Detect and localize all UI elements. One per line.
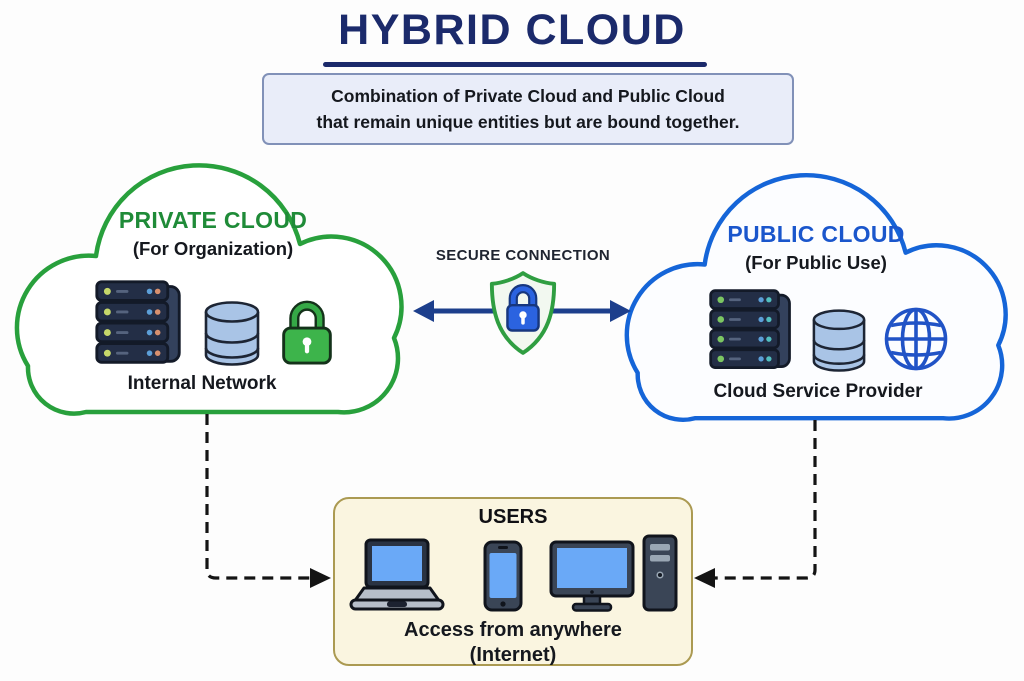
subtitle-line-2: that remain unique entities but are boun… bbox=[316, 112, 740, 132]
private-cloud-title: PRIVATE CLOUD bbox=[118, 207, 308, 233]
subtitle-line-1: Combination of Private Cloud and Public … bbox=[331, 86, 725, 106]
padlock-icon bbox=[282, 300, 332, 365]
dashed-arrowhead-left bbox=[694, 568, 715, 588]
users-caption-line-2: (Internet) bbox=[469, 644, 557, 666]
server-rack-icon bbox=[709, 289, 791, 369]
users-caption-line-1: Access from anywhere bbox=[404, 619, 622, 641]
server-rack-icon bbox=[95, 280, 181, 364]
globe-icon bbox=[884, 307, 948, 371]
smartphone-icon bbox=[483, 540, 522, 612]
database-icon bbox=[812, 309, 866, 372]
users-box: USERS bbox=[333, 497, 693, 666]
private-cloud-icons bbox=[86, 276, 342, 368]
private-cloud-subtitle: (For Organization) bbox=[132, 238, 294, 259]
arrowhead-left bbox=[413, 300, 434, 322]
public-cloud-subtitle: (For Public Use) bbox=[745, 252, 887, 273]
user-devices bbox=[349, 534, 678, 612]
users-title: USERS bbox=[478, 506, 548, 528]
computer-tower-icon bbox=[642, 534, 677, 612]
secure-shield-icon bbox=[489, 271, 557, 355]
subtitle-box: Combination of Private Cloud and Public … bbox=[262, 73, 794, 145]
public-cloud-icons bbox=[700, 284, 956, 374]
title-underline bbox=[323, 62, 707, 67]
private-to-users-connector bbox=[205, 414, 331, 588]
laptop-icon bbox=[349, 538, 444, 611]
users-caption: Access from anywhere (Internet) bbox=[404, 618, 622, 668]
desktop-monitor-icon bbox=[549, 540, 634, 612]
dashed-arrowhead-right bbox=[310, 568, 331, 588]
public-cloud-caption: Cloud Service Provider bbox=[713, 381, 923, 402]
shield-lock-icon bbox=[506, 284, 540, 332]
database-icon bbox=[204, 301, 260, 366]
public-cloud-title: PUBLIC CLOUD bbox=[727, 221, 905, 247]
public-to-users-connector bbox=[694, 420, 817, 588]
secure-connection-label: SECURE CONNECTION bbox=[435, 247, 611, 264]
private-cloud-caption: Internal Network bbox=[127, 373, 277, 394]
page-title: HYBRID CLOUD bbox=[338, 6, 686, 54]
